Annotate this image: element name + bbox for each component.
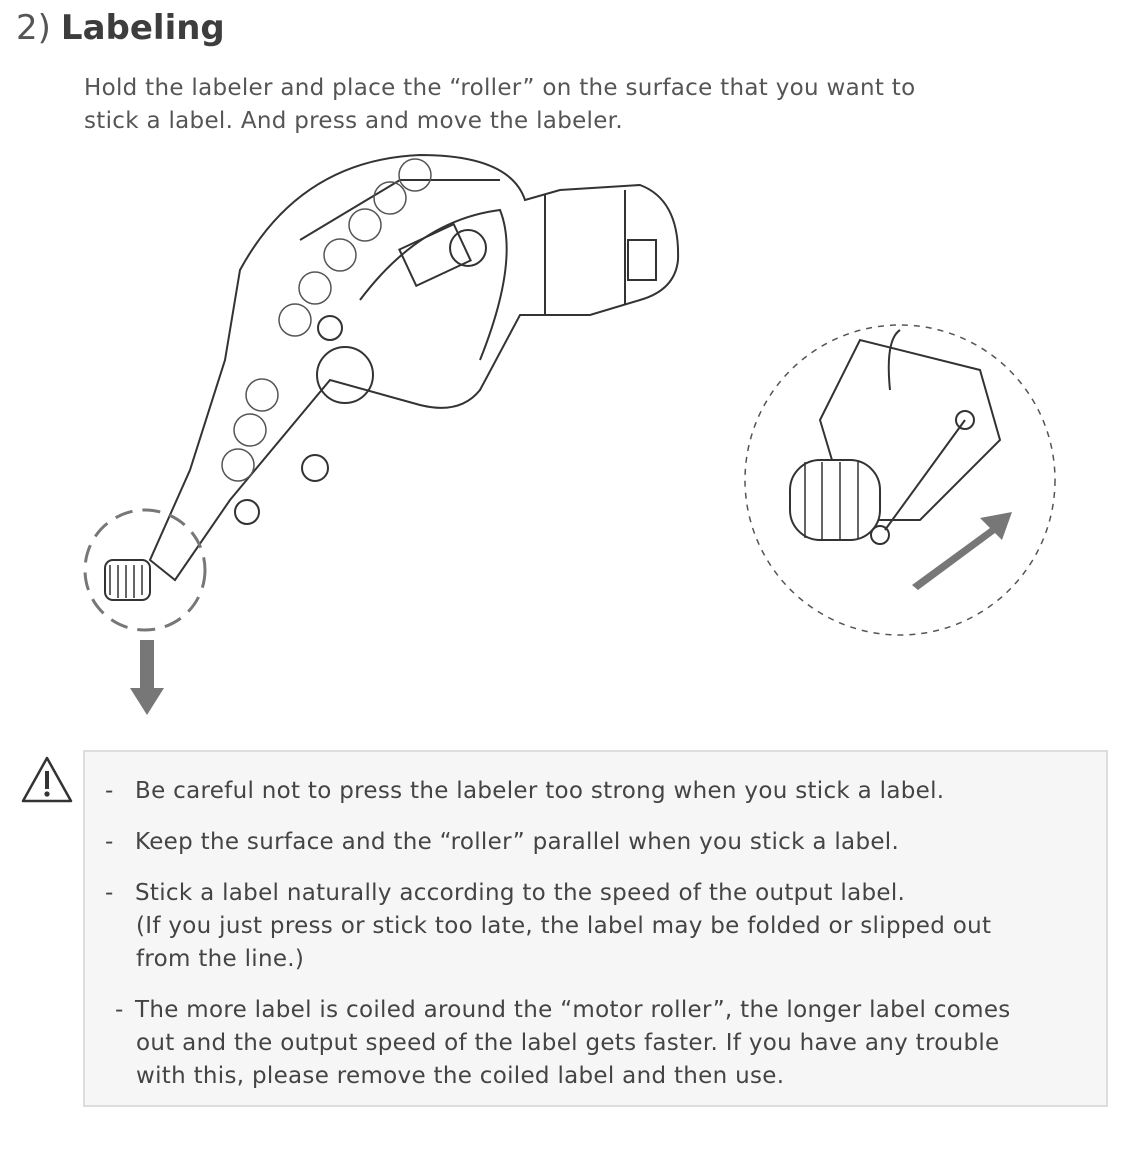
warning-item: -Stick a label naturally according to th…: [105, 877, 991, 976]
dash: -: [115, 997, 124, 1023]
warning-text: The more label is coiled around the “mot…: [135, 997, 1011, 1023]
warning-text: from the line.): [136, 946, 305, 972]
dash: -: [105, 829, 114, 855]
warning-item: -The more label is coiled around the “mo…: [115, 994, 1011, 1093]
intro-line: Hold the labeler and place the “roller” …: [84, 75, 916, 101]
section-number: 2): [16, 8, 51, 48]
section-heading: 2)Labeling: [16, 8, 225, 48]
labeler-illustration: [83, 153, 1056, 715]
section-title: Labeling: [60, 8, 225, 48]
warning-text: Stick a label naturally according to the…: [135, 880, 906, 906]
down-arrow-icon: [130, 640, 164, 715]
warning-text: out and the output speed of the label ge…: [136, 1030, 1000, 1056]
dash: -: [105, 778, 114, 804]
warning-text: Keep the surface and the “roller” parall…: [135, 829, 900, 855]
warning-item: -Keep the surface and the “roller” paral…: [105, 826, 899, 859]
labeler-device: [83, 153, 680, 715]
warning-text: (If you just press or stick too late, th…: [136, 913, 992, 939]
warning-box: -Be careful not to press the labeler too…: [83, 750, 1108, 1107]
warning-item: -Be careful not to press the labeler too…: [105, 775, 944, 808]
warning-triangle-icon: [21, 756, 73, 803]
intro-line: stick a label. And press and move the la…: [84, 108, 623, 134]
warning-text: with this, please remove the coiled labe…: [136, 1063, 785, 1089]
warning-text: Be careful not to press the labeler too …: [135, 778, 945, 804]
intro-text: Hold the labeler and place the “roller” …: [84, 72, 1044, 138]
direction-arrow-icon: [912, 512, 1012, 590]
roller-closeup: [744, 324, 1056, 636]
dash: -: [105, 880, 114, 906]
